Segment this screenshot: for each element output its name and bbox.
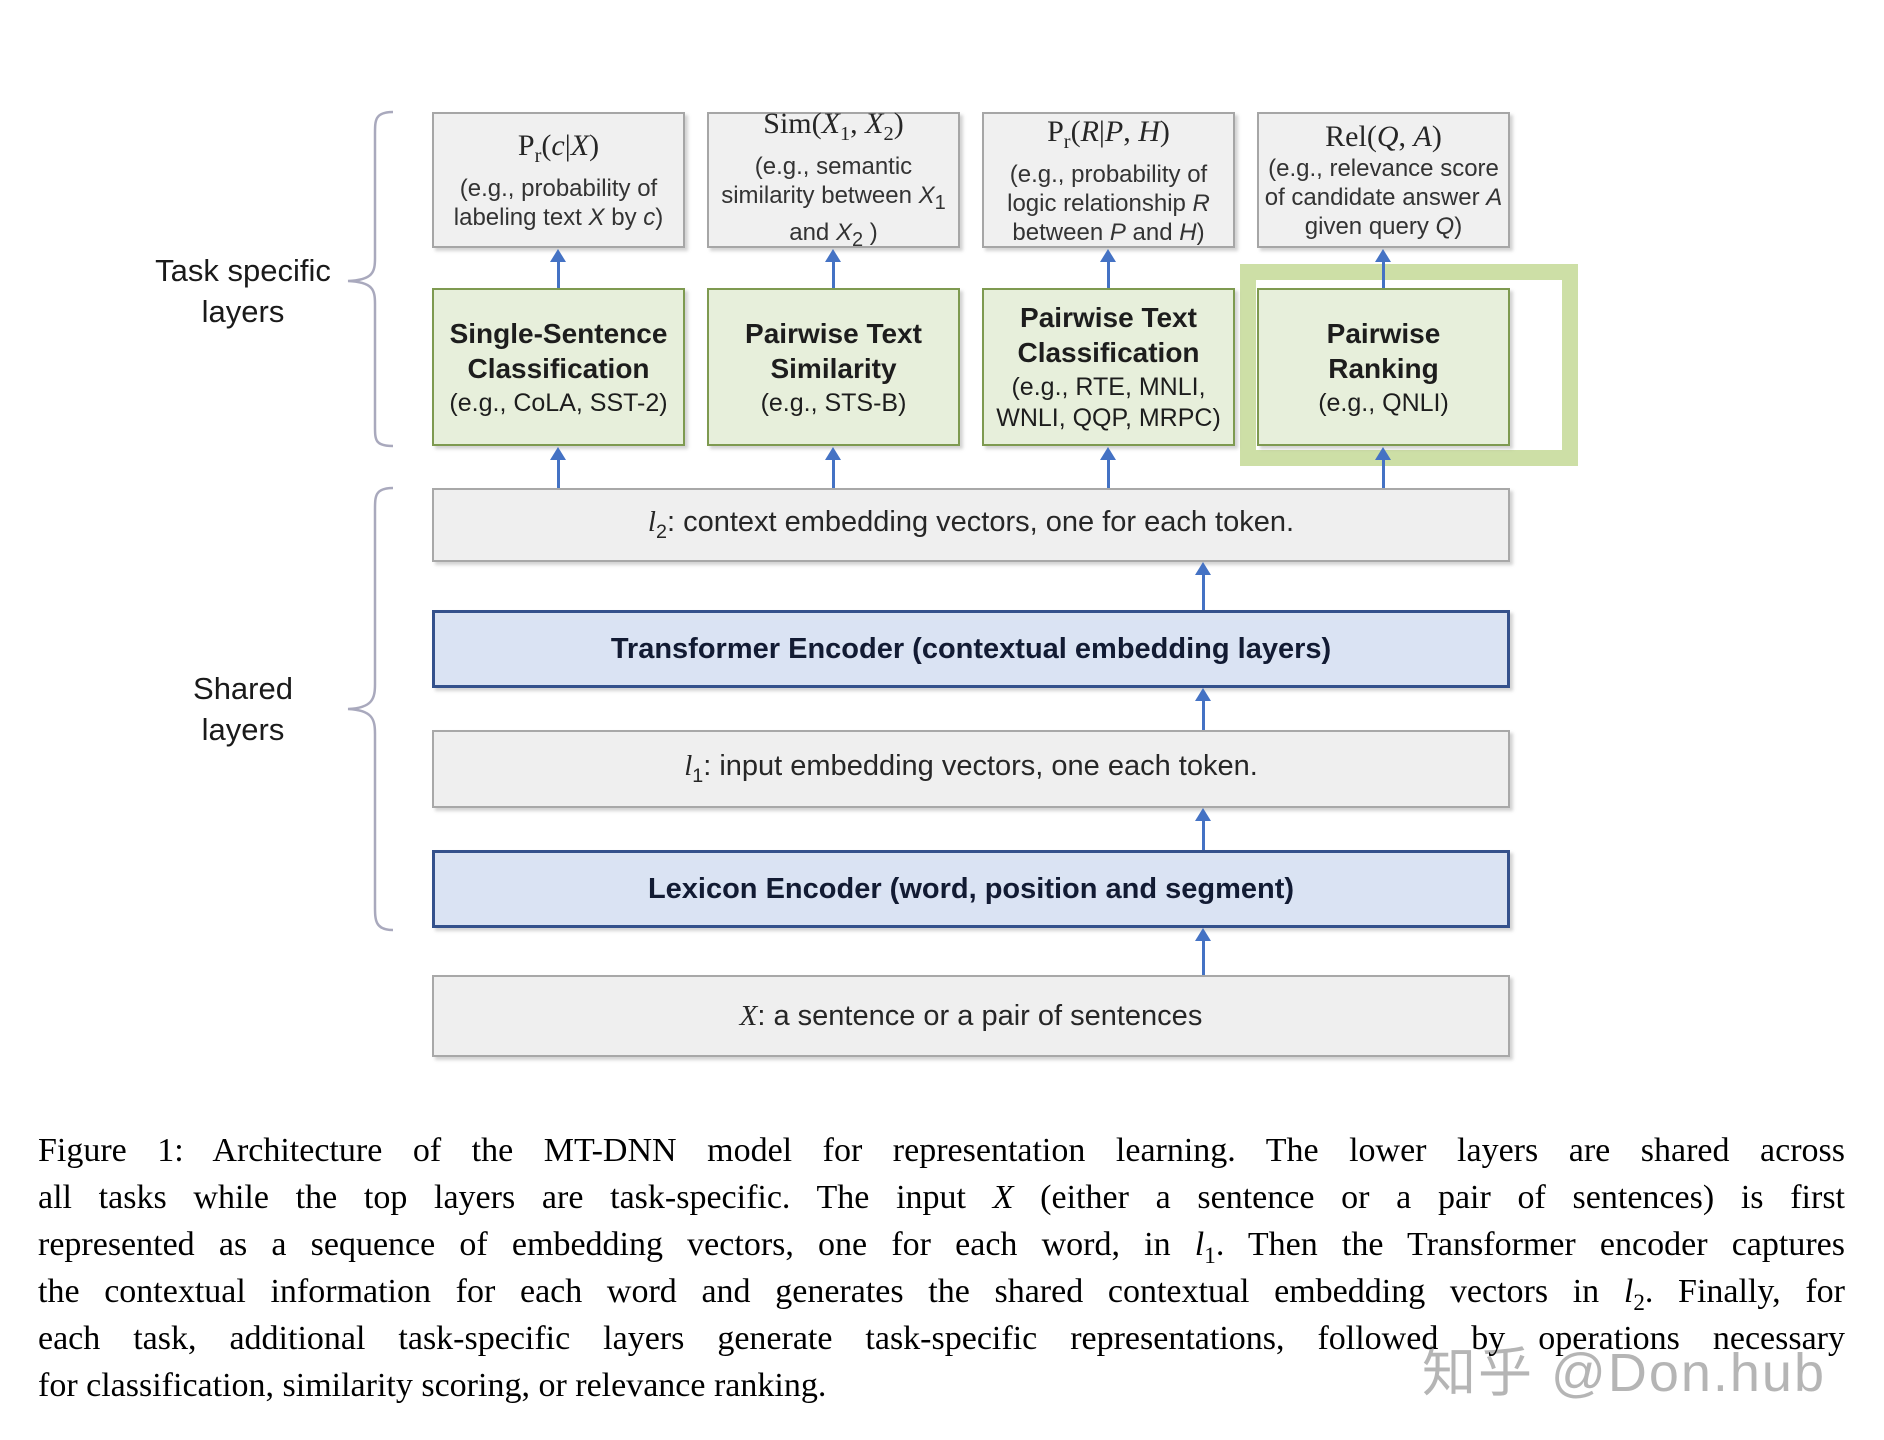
formula-rel-q-a: Rel(Q, A) (1325, 120, 1442, 153)
up-arrow-l1-to-transformer (1195, 688, 1211, 730)
transformer-encoder-text: Transformer Encoder (contextual embeddin… (610, 632, 1332, 665)
task-box-desc: (e.g., RTE, MNLI,WNLI, QQP, MRPC) (996, 373, 1221, 432)
l1-bar-text: l1: input embedding vectors, one each to… (684, 750, 1258, 787)
lexicon-encoder-text: Lexicon Encoder (word, position and segm… (647, 872, 1295, 905)
caption-line: all tasks while the top layers are task-… (38, 1179, 1845, 1216)
lexicon-encoder-bar: Lexicon Encoder (word, position and segm… (432, 850, 1510, 928)
caption-line: for classification, similarity scoring, … (38, 1367, 827, 1404)
l2-bar-text: l2: context embedding vectors, one for e… (647, 506, 1295, 543)
l2-context-embedding-bar: l2: context embedding vectors, one for e… (432, 488, 1510, 562)
up-arrow-l2-to-task1 (550, 447, 566, 488)
up-arrow-l2-to-task2 (825, 447, 841, 488)
up-arrow-transformer-to-l2 (1195, 562, 1211, 610)
pairwise-ranking-highlight-frame (1240, 264, 1578, 466)
up-arrow-task1-to-output1 (550, 249, 566, 288)
task-box-desc: (e.g., CoLA, SST-2) (449, 388, 668, 417)
formula-sim-x1-x2: Sim(X1, X2) (763, 106, 904, 145)
zhihu-watermark: 知乎 @Don.hub (1422, 1343, 1826, 1403)
up-arrow-task3-to-output3 (1100, 249, 1116, 288)
caption-line: the contextual information for each word… (38, 1273, 1845, 1316)
figure-caption: Figure 1: Architecture of the MT-DNN mod… (38, 1127, 1845, 1409)
up-arrow-lexicon-to-l1 (1195, 808, 1211, 850)
caption-line: represented as a sequence of embedding v… (38, 1226, 1845, 1269)
up-arrow-input-to-lexicon (1195, 928, 1211, 975)
caption-line: each task, additional task-specific laye… (38, 1320, 1845, 1357)
shared-layers-label: Shared layers (193, 671, 293, 747)
l1-input-embedding-bar: l1: input embedding vectors, one each to… (432, 730, 1510, 808)
caption-line: Figure 1: Architecture of the MT-DNN mod… (38, 1132, 1845, 1169)
up-arrow-l2-to-task4 (1375, 447, 1391, 488)
task-specific-layers-label: Task specific layers (155, 253, 331, 329)
transformer-encoder-bar: Transformer Encoder (contextual embeddin… (432, 610, 1510, 688)
up-arrow-task4-to-output4 (1375, 249, 1391, 288)
up-arrow-task2-to-output2 (825, 249, 841, 288)
formula-pr-c-x: Pr(c|X) (517, 129, 600, 167)
task-box-desc: (e.g., QNLI) (1318, 388, 1449, 417)
up-arrow-l2-to-task3 (1100, 447, 1116, 488)
input-sentence-text: X: a sentence or a pair of sentences (739, 999, 1203, 1032)
input-sentence-bar: X: a sentence or a pair of sentences (432, 975, 1510, 1057)
formula-pr-r-p-h: Pr(R|P, H) (1047, 114, 1170, 153)
task-box-desc: (e.g., STS-B) (760, 388, 907, 417)
